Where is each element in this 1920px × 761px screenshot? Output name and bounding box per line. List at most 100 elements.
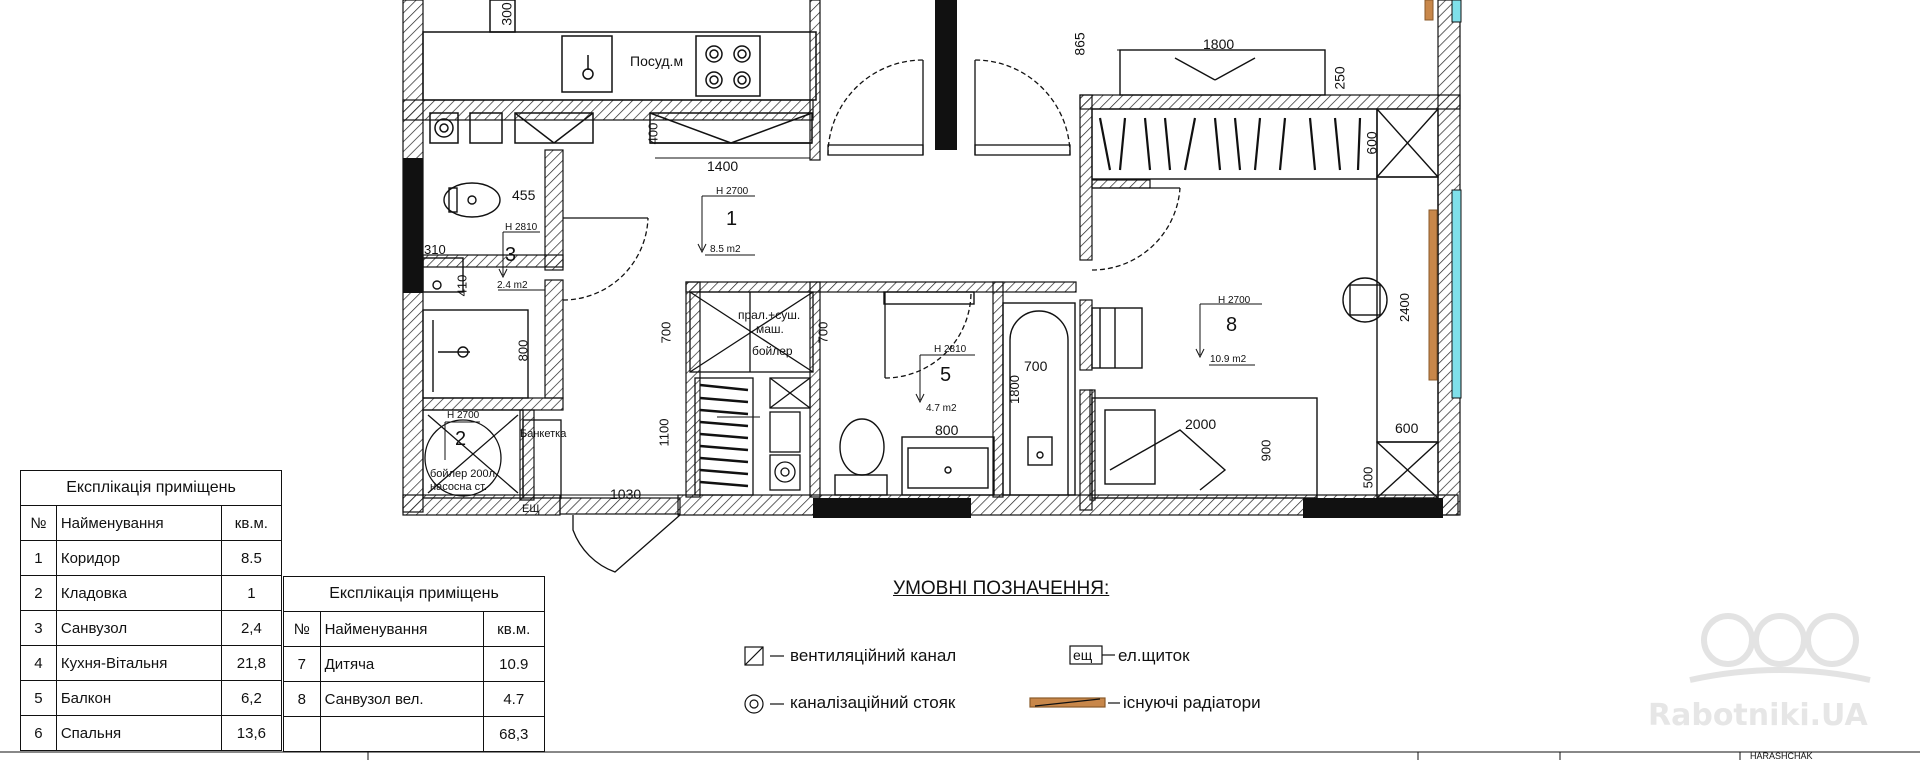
- dim-700a: 700: [658, 321, 674, 344]
- stamp-text: HARASHCHAK: [1750, 751, 1813, 761]
- column-header: кв.м.: [220, 505, 283, 541]
- room-name: Санвузол вел.: [319, 681, 484, 717]
- level-markers: [444, 195, 1262, 460]
- room-name: [319, 716, 484, 752]
- room-name: Кладовка: [55, 575, 222, 611]
- sewer-riser-icon: [744, 694, 764, 714]
- room-2-number: 2: [455, 428, 467, 450]
- dim-700b: 700: [815, 321, 831, 344]
- room-1-height: H 2700: [716, 186, 749, 197]
- doors: [562, 59, 1181, 573]
- boiler-label-2: насосна ст.: [430, 481, 488, 493]
- room-area: 2,4: [220, 610, 283, 646]
- total-area: 68,3: [482, 716, 546, 752]
- bathroom-5: [834, 291, 1076, 496]
- dim-400: 400: [645, 122, 661, 145]
- dim-250: 250: [1331, 66, 1348, 90]
- ventilation-channel-icon: [744, 646, 764, 666]
- storage-2: [422, 409, 562, 499]
- row-number: 1: [20, 540, 57, 576]
- legend-icons: [744, 645, 1120, 714]
- room-name: Спальня: [55, 715, 222, 751]
- explication-table-1: Експлікація приміщень № Найменування кв.…: [20, 470, 283, 751]
- room-5-height: H 2810: [934, 344, 967, 355]
- table-title: Експлікація приміщень: [20, 470, 282, 506]
- room-area: 6,2: [220, 680, 283, 716]
- room-name: Балкон: [55, 680, 222, 716]
- column-header: Найменування: [55, 505, 222, 541]
- row-number: 6: [20, 715, 57, 751]
- dim-1100: 1100: [656, 418, 672, 447]
- row-number: 4: [20, 645, 57, 681]
- room-name: Коридор: [55, 540, 222, 576]
- dim-300: 300: [498, 2, 515, 26]
- legend-panel-text: ел.щиток: [1118, 646, 1190, 665]
- dim-600b: 600: [1395, 420, 1419, 436]
- dim-800b: 800: [935, 422, 959, 438]
- table-header-row: № Найменування кв.м.: [283, 611, 546, 647]
- table-total-row: 68,3: [283, 716, 546, 752]
- dim-1400: 1400: [707, 158, 739, 174]
- room-area: 10.9: [482, 646, 546, 682]
- bathroom-3: [422, 182, 529, 399]
- room-8-area: 10.9 m2: [1210, 354, 1247, 365]
- dim-1030: 1030: [610, 486, 642, 502]
- room-name: Дитяча: [319, 646, 484, 682]
- room-2-height: H 2700: [447, 410, 480, 421]
- room-8-height: H 2700: [1218, 295, 1251, 306]
- table-header-row: № Найменування кв.м.: [20, 505, 283, 541]
- bench-label: Банкетка: [520, 428, 567, 440]
- laundry-label-3: бойлер: [752, 344, 793, 358]
- room-5-number: 5: [940, 364, 952, 386]
- dim-455: 455: [512, 187, 536, 203]
- row-number: 8: [283, 681, 321, 717]
- panel-label: ЕЩ: [522, 503, 540, 515]
- dim-900: 900: [1258, 439, 1274, 462]
- laundry-label-2: маш.: [756, 322, 784, 336]
- title-block: [0, 751, 1920, 760]
- legend-title: УМОВНІ ПОЗНАЧЕННЯ:: [893, 578, 1110, 599]
- column-header: №: [283, 611, 321, 647]
- room-8-furniture: [1091, 49, 1439, 499]
- dim-600: 600: [1363, 131, 1380, 155]
- row-number: 7: [283, 646, 321, 682]
- row-number: 5: [20, 680, 57, 716]
- legend-sewer-text: каналізаційний стояк: [790, 693, 956, 712]
- room-name: Кухня-Вiтальня: [55, 645, 222, 681]
- dim-2400: 2400: [1396, 293, 1412, 322]
- dim-310: 310: [424, 242, 446, 257]
- watermark: Rabotniki.UA: [1648, 698, 1868, 733]
- column-header: №: [20, 505, 57, 541]
- room-name: Санвузол: [55, 610, 222, 646]
- watermark-logo: [1689, 613, 1871, 683]
- column-header: кв.м.: [482, 611, 546, 647]
- dimension-lines: [540, 49, 1325, 496]
- dim-865: 865: [1071, 32, 1088, 56]
- dim-500: 500: [1360, 466, 1376, 489]
- dim-1800: 1800: [1203, 36, 1235, 52]
- explication-table-2: Експлікація приміщень № Найменування кв.…: [283, 576, 546, 752]
- dishwasher-label: Посуд.м: [630, 53, 684, 69]
- row-number: [283, 716, 321, 752]
- row-number: 3: [20, 610, 57, 646]
- room-area: 13,6: [220, 715, 283, 751]
- legend-radiator-text: існуючі радіатори: [1123, 693, 1261, 712]
- room-1-number: 1: [726, 208, 738, 230]
- boiler-label-1: бойлер 200л: [430, 468, 496, 480]
- column-header: Найменування: [319, 611, 484, 647]
- row-number: 2: [20, 575, 57, 611]
- laundry-block: [689, 291, 814, 496]
- room-3-height: H 2810: [505, 222, 538, 233]
- legend-panel-box: ещ: [1073, 647, 1093, 663]
- dim-700c: 700: [1024, 358, 1048, 374]
- room-5-area: 4.7 m2: [926, 403, 957, 414]
- room-3-area: 2.4 m2: [497, 280, 528, 291]
